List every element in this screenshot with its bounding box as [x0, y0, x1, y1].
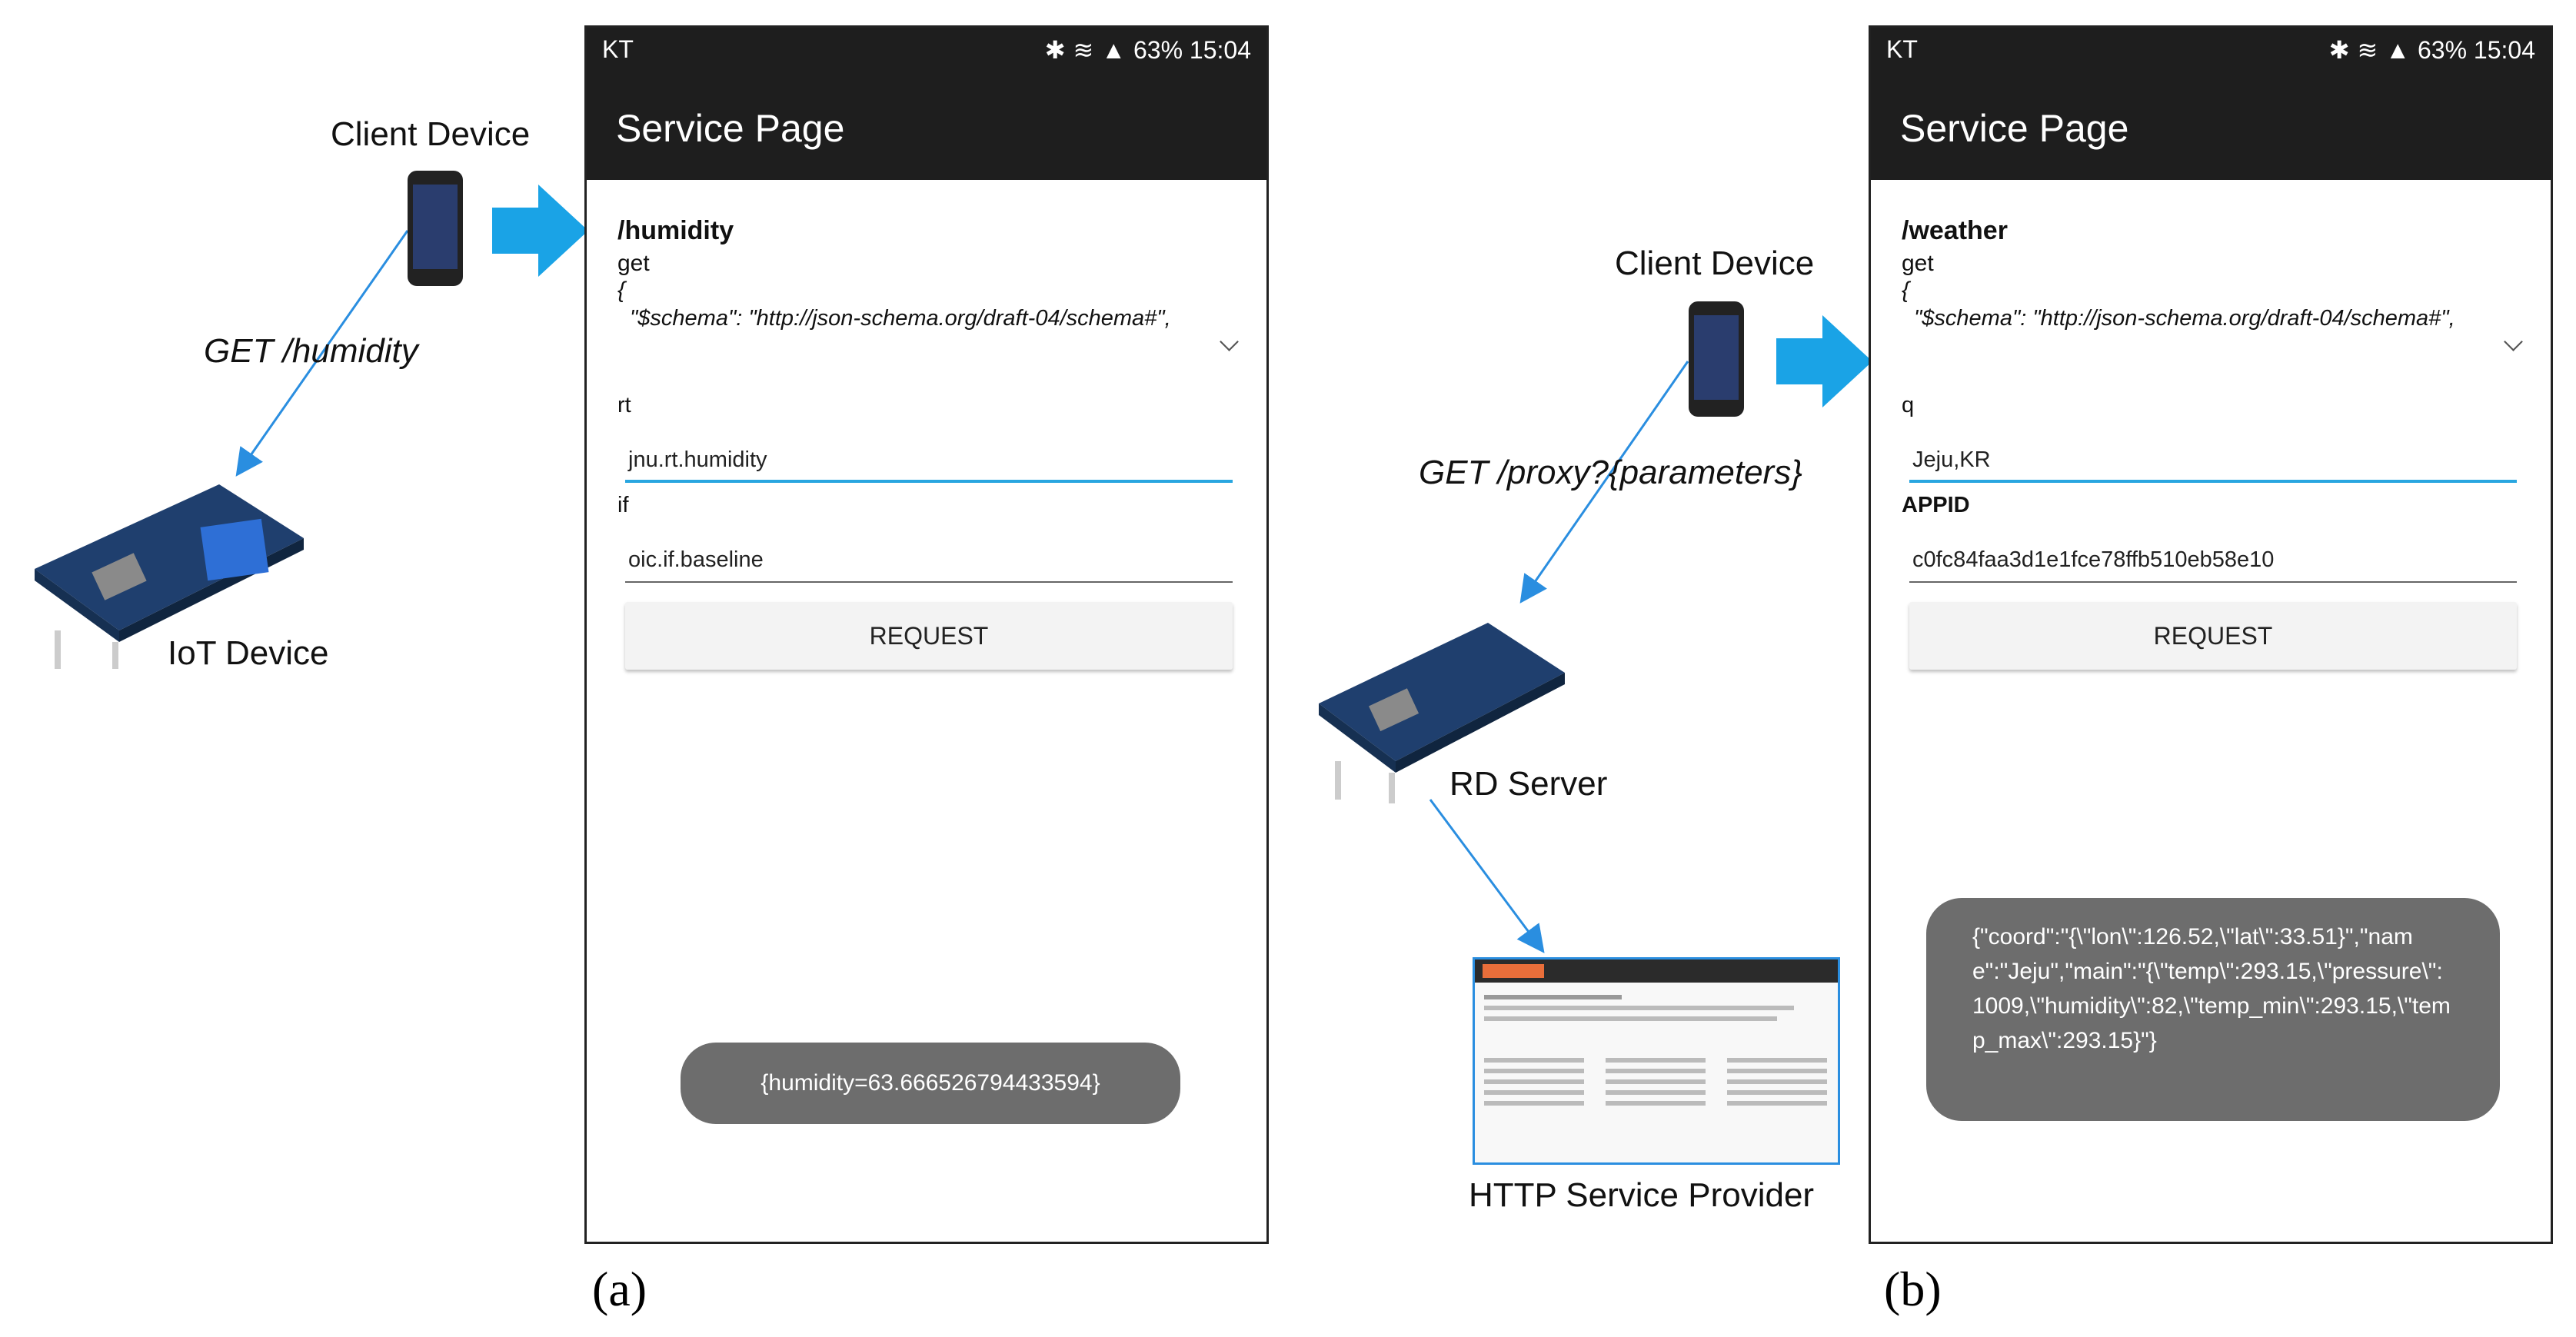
left-phone-screen: KT ✱ ≋ ▲ 63% 15:04 Service Page /humidit…	[584, 25, 1269, 1244]
wifi-icon: ≋	[2357, 36, 2378, 64]
left-status-battery-time: 63% 15:04	[1133, 35, 1251, 64]
left-rt-input[interactable]: jnu.rt.humidity	[625, 437, 1233, 483]
chevron-down-icon[interactable]	[2504, 332, 2523, 351]
left-field2-label: if	[617, 493, 629, 517]
right-client-device-label: Client Device	[1615, 244, 1815, 282]
right-schema-brace: {	[1902, 278, 1910, 303]
left-carrier-label: KT	[602, 35, 634, 63]
http-service-provider-screenshot	[1473, 957, 1840, 1165]
caption-a: (a)	[592, 1262, 647, 1316]
http-service-provider-label: HTTP Service Provider	[1469, 1176, 1815, 1214]
left-status-bar: KT ✱ ≋ ▲ 63% 15:04	[587, 28, 1266, 72]
right-carrier-label: KT	[1886, 35, 1918, 63]
bluetooth-icon: ✱	[2328, 36, 2350, 64]
left-request-arrow	[235, 230, 409, 477]
rd-server-label: RD Server	[1449, 765, 1608, 803]
iot-device-board-icon	[35, 484, 304, 669]
chevron-down-icon[interactable]	[1220, 332, 1239, 351]
right-response-toast: {"coord":"{\"lon\":126.52,\"lat\":33.51}…	[1926, 898, 2500, 1121]
right-schema-text: "$schema": "http://json-schema.org/draft…	[1914, 306, 2455, 331]
right-get-request-label: GET /proxy?{parameters}	[1419, 454, 1802, 491]
wifi-icon: ≋	[1073, 36, 1094, 64]
right-appid-input[interactable]: c0fc84faa3d1e1fce78ffb510eb58e10	[1909, 537, 2517, 583]
signal-icon: ▲	[1101, 35, 1126, 64]
left-schema-brace: {	[617, 278, 626, 303]
left-request-button[interactable]: REQUEST	[625, 602, 1233, 670]
rd-server-board-icon	[1319, 623, 1565, 803]
right-app-bar: Service Page	[1871, 72, 2551, 180]
right-resource-path: /weather	[1902, 216, 2008, 245]
left-if-input[interactable]: oic.if.baseline	[625, 537, 1233, 583]
rd-to-http-arrow	[1429, 799, 1545, 953]
right-q-input[interactable]: Jeju,KR	[1909, 437, 2517, 483]
caption-b: (b)	[1884, 1262, 1942, 1316]
left-response-toast: {humidity=63.666526794433594}	[681, 1043, 1180, 1124]
left-field1-label: rt	[617, 393, 631, 417]
right-big-arrow-icon	[1776, 315, 1872, 407]
left-big-arrow-icon	[492, 185, 588, 277]
signal-icon: ▲	[2385, 35, 2410, 64]
right-page-title: Service Page	[1900, 107, 2129, 150]
left-schema-text: "$schema": "http://json-schema.org/draft…	[630, 306, 1171, 331]
right-status-battery-time: 63% 15:04	[2417, 35, 2535, 64]
iot-device-label: IoT Device	[168, 634, 329, 672]
right-field1-label: q	[1902, 393, 1915, 417]
left-method: get	[617, 251, 650, 276]
right-status-bar: KT ✱ ≋ ▲ 63% 15:04	[1871, 28, 2551, 72]
left-client-phone-icon	[408, 171, 463, 286]
left-get-request-label: GET /humidity	[204, 332, 418, 370]
right-request-button[interactable]: REQUEST	[1909, 602, 2517, 670]
left-client-device-label: Client Device	[331, 115, 531, 153]
right-client-phone-icon	[1689, 301, 1744, 417]
left-page-title: Service Page	[616, 107, 845, 150]
right-method: get	[1902, 251, 1934, 276]
left-resource-path: /humidity	[617, 216, 734, 245]
right-field2-label: APPID	[1902, 493, 1970, 517]
left-app-bar: Service Page	[587, 72, 1266, 180]
bluetooth-icon: ✱	[1044, 36, 1066, 64]
right-request-arrow	[1519, 361, 1689, 604]
right-phone-screen: KT ✱ ≋ ▲ 63% 15:04 Service Page /weather…	[1869, 25, 2553, 1244]
